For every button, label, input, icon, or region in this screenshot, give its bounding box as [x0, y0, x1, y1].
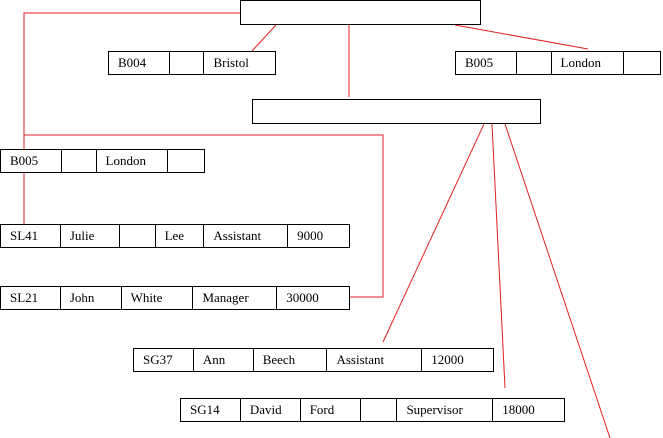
record-branch-bristol: B004 Bristol: [108, 51, 276, 75]
field-first-name: Ann: [194, 349, 254, 371]
record-staff-david: SG14 David Ford Supervisor 18000: [180, 398, 565, 422]
field-staff-no: SL21: [1, 287, 61, 309]
field-salary: 18000: [502, 402, 535, 417]
field-position: Assistant: [327, 349, 423, 371]
field-staff-no: SG37: [134, 349, 194, 371]
link-index-to-ann: [382, 123, 485, 343]
field-first-name: Julie: [61, 225, 120, 247]
field-empty: [170, 52, 205, 74]
field-city: Bristol: [213, 55, 249, 70]
link-chain-to-john: [24, 134, 384, 298]
field-staff-no: SL41: [1, 225, 61, 247]
field-position: Supervisor: [397, 399, 494, 421]
field-last-name: Lee: [156, 225, 205, 247]
record-branch-london-top: B005 London: [455, 51, 661, 75]
record-branch-london-left: B005 London: [0, 149, 205, 173]
root-page-box: [240, 0, 481, 25]
link-index-to-david: [491, 123, 506, 389]
field-branch-no: B004: [109, 52, 170, 74]
field-empty: [624, 52, 660, 74]
record-staff-ann: SG37 Ann Beech Assistant 12000: [133, 348, 494, 372]
index-page-box: [252, 99, 541, 124]
field-branch-no: B005: [1, 150, 62, 172]
field-empty: [168, 150, 204, 172]
field-staff-no: SG14: [181, 399, 241, 421]
link-index-to-offpage: [504, 123, 611, 438]
field-salary: 9000: [297, 228, 324, 243]
field-position: Manager: [193, 287, 278, 309]
record-staff-julie: SL41 Julie Lee Assistant 9000: [0, 224, 350, 248]
field-salary: 12000: [431, 352, 464, 367]
field-last-name: White: [122, 287, 194, 309]
field-city: London: [552, 52, 625, 74]
field-city: London: [97, 150, 169, 172]
field-position: Assistant: [204, 225, 289, 247]
record-staff-john: SL21 John White Manager 30000: [0, 286, 350, 310]
field-last-name: Beech: [254, 349, 328, 371]
field-branch-no: B005: [456, 52, 517, 74]
field-first-name: David: [241, 399, 301, 421]
link-root-to-london-top: [454, 24, 589, 50]
field-empty: [62, 150, 97, 172]
link-root-to-bristol: [251, 24, 277, 52]
field-empty: [120, 225, 156, 247]
link-root-to-left-chain: [23, 12, 240, 224]
field-last-name: Ford: [301, 399, 361, 421]
field-empty: [517, 52, 552, 74]
field-salary: 30000: [286, 290, 319, 305]
field-empty: [361, 399, 398, 421]
field-first-name: John: [61, 287, 122, 309]
